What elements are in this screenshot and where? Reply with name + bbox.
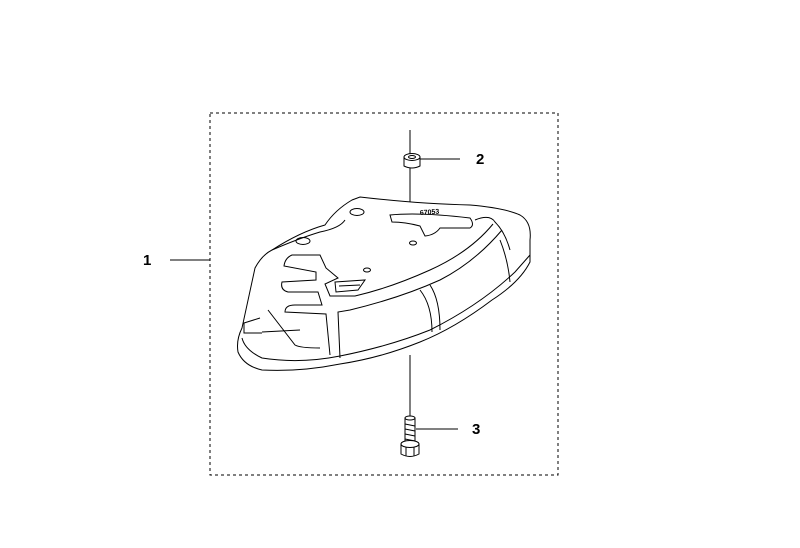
nut-part [403, 153, 421, 169]
callout-2[interactable]: 2 [476, 151, 485, 168]
kit-boundary-dashed-box [209, 112, 559, 476]
callout-1[interactable]: 1 [143, 252, 152, 269]
guard-part [237, 196, 531, 371]
callout-3[interactable]: 3 [472, 421, 481, 438]
screw-part [400, 415, 420, 457]
guard-part-marking: 67053 [420, 209, 440, 217]
